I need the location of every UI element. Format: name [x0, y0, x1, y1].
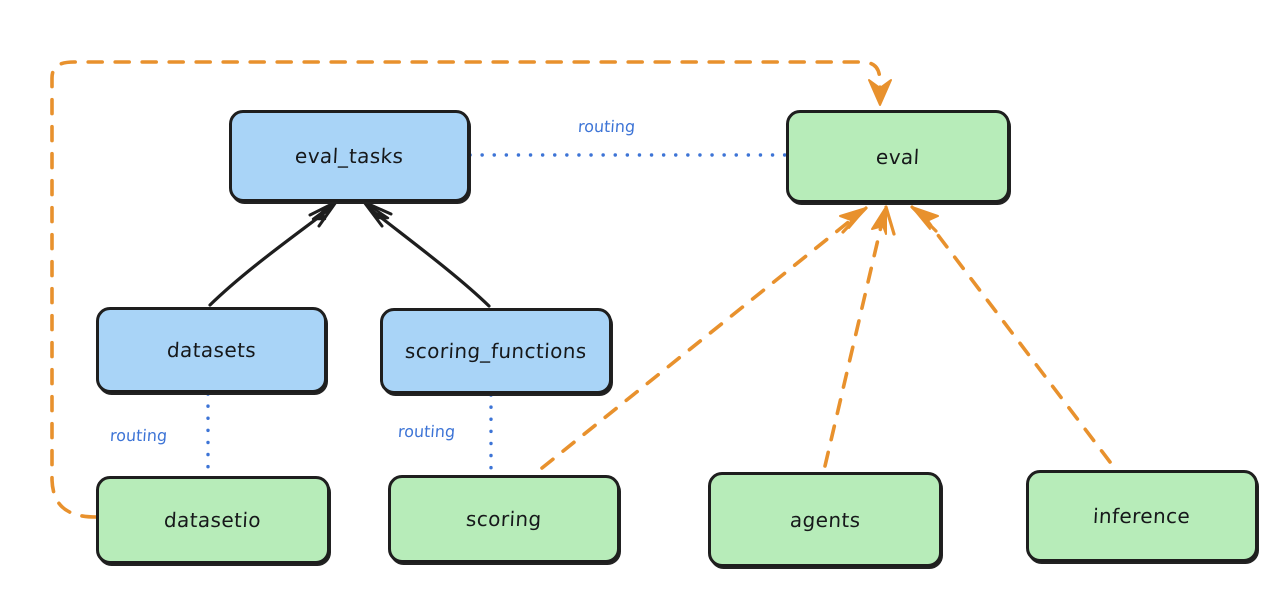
- node-label-eval: eval: [875, 144, 921, 169]
- node-label-datasetio: datasetio: [163, 508, 263, 532]
- node-agents[interactable]: agents: [708, 472, 942, 567]
- node-label-datasets: datasets: [166, 338, 257, 362]
- node-datasetio[interactable]: datasetio: [96, 476, 330, 564]
- node-scoring-functions[interactable]: scoring_functions: [380, 308, 612, 394]
- edge-datasetio-to-eval: [50, 60, 892, 519]
- edge-scoring-to-eval: [540, 206, 868, 470]
- node-label-scoring: scoring: [465, 507, 543, 531]
- node-datasets[interactable]: datasets: [96, 307, 327, 393]
- edge-scoring-functions-to-eval-tasks: [362, 200, 491, 308]
- edge-label-routing-datasets-datasetio: routing: [109, 426, 168, 445]
- edge-label-routing-scoring-functions-scoring: routing: [397, 422, 456, 441]
- edge-datasets-to-eval-tasks: [208, 200, 338, 307]
- node-label-eval-tasks: eval_tasks: [294, 144, 405, 168]
- node-label-agents: agents: [789, 507, 861, 532]
- edge-label-routing-eval-tasks-eval: routing: [577, 117, 636, 136]
- node-label-scoring-functions: scoring_functions: [404, 339, 588, 363]
- edge-inference-to-eval: [910, 205, 1112, 464]
- node-eval[interactable]: eval: [786, 110, 1010, 203]
- node-scoring[interactable]: scoring: [388, 475, 620, 563]
- node-eval-tasks[interactable]: eval_tasks: [229, 110, 470, 202]
- edge-agents-to-eval: [823, 205, 896, 468]
- node-inference[interactable]: inference: [1026, 470, 1258, 562]
- node-label-inference: inference: [1092, 504, 1192, 528]
